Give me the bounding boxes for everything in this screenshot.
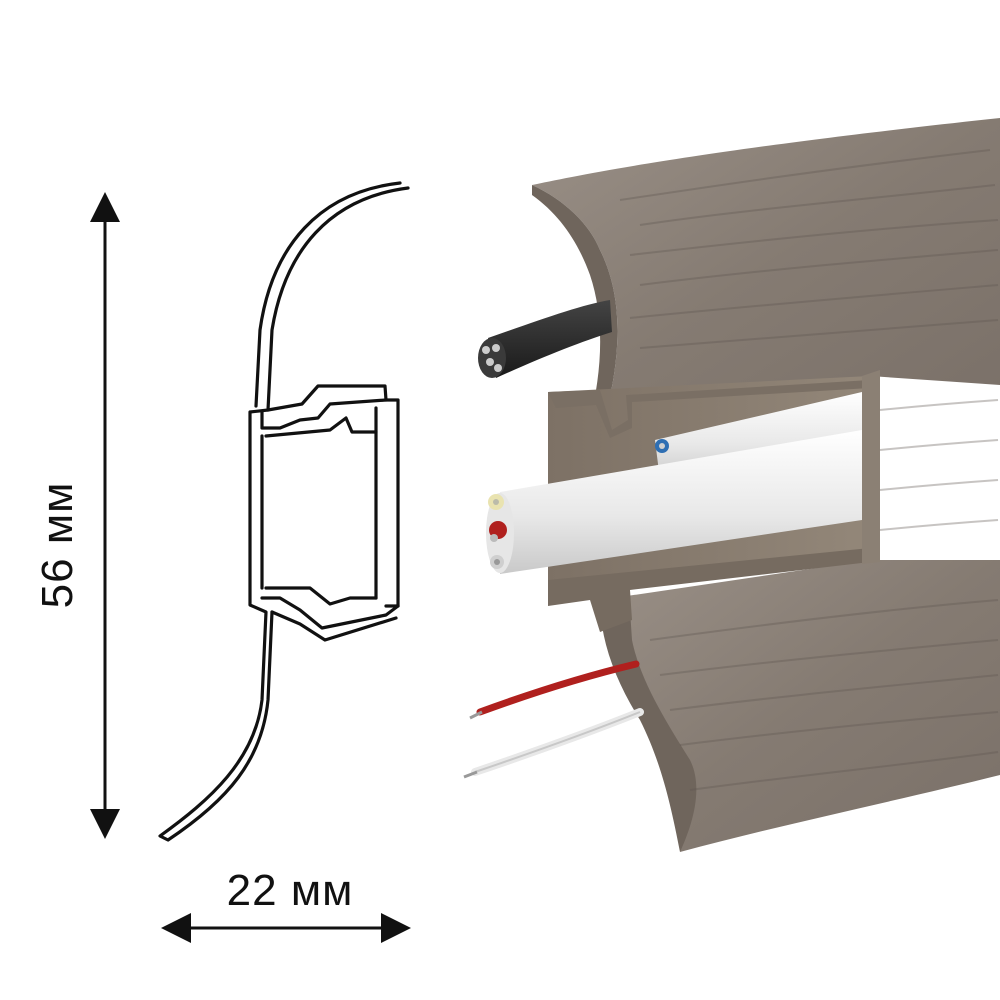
board-upper-lip <box>532 185 618 420</box>
profile-channel-body <box>374 398 400 608</box>
board-channel-right-edge <box>862 370 880 564</box>
red-wire <box>469 660 640 720</box>
white-wire <box>463 708 644 779</box>
skirting-board-3d <box>463 118 1000 852</box>
profile-cross-section <box>158 181 410 842</box>
wood-grain <box>619 149 999 791</box>
height-label: 56 мм <box>33 482 82 609</box>
board-lower-lip <box>600 600 697 852</box>
board-lower-face <box>600 560 1000 852</box>
width-label: 22 мм <box>227 866 354 915</box>
profile-channel-bottom <box>260 596 400 642</box>
profile-outer-shell <box>158 186 410 842</box>
white-cable-large <box>486 430 862 574</box>
black-cable <box>478 300 612 378</box>
profile-channel-inner <box>264 416 378 606</box>
board-channel-ledge-top <box>548 380 870 438</box>
profile-inner-shell <box>254 181 402 408</box>
width-dimension: 22 мм <box>161 866 411 943</box>
profile-channel-top <box>260 384 388 430</box>
board-upper-face <box>532 118 1000 418</box>
board-channel-ledge-bottom <box>548 548 870 632</box>
height-dimension: 56 мм <box>33 192 120 839</box>
